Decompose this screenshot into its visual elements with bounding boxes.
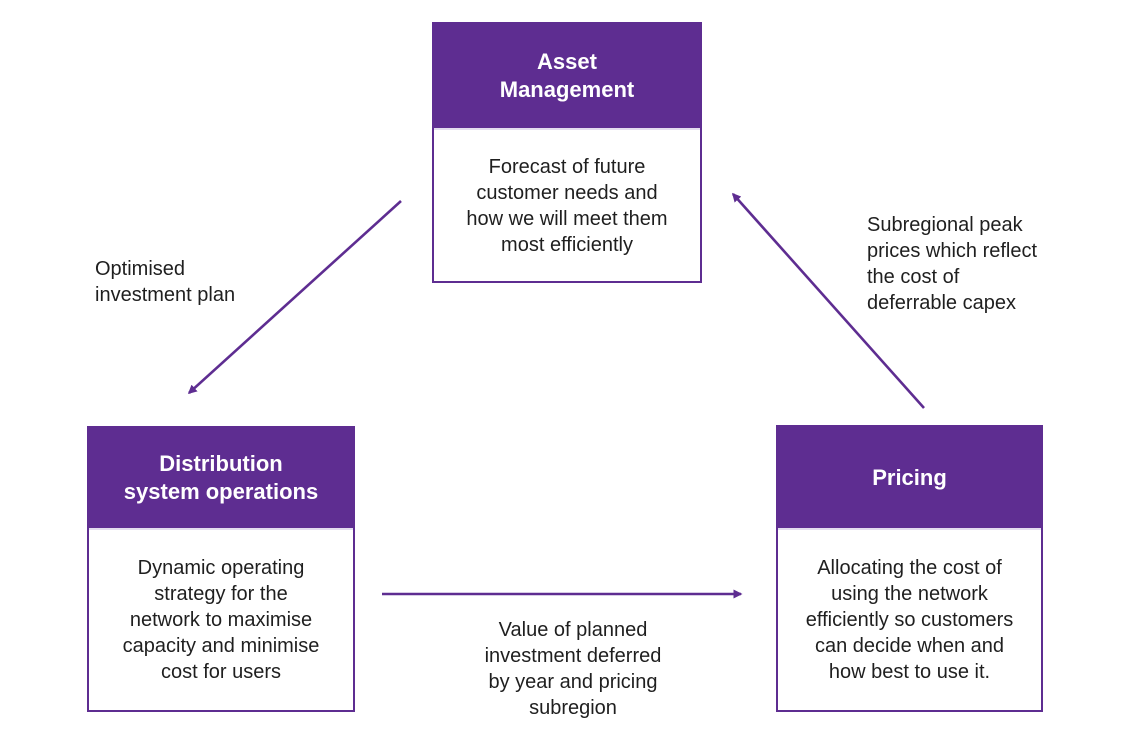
node-asset-management: Asset Management Forecast of future cust… xyxy=(432,22,702,283)
arrow-label-value-of-planned-investment: Value of planned investment deferred by … xyxy=(484,619,662,719)
node-pricing-title: Pricing xyxy=(778,427,1041,530)
arrow-asset-to-distribution xyxy=(187,200,402,395)
node-distribution-system-operations-description: Dynamic operating strategy for the netwo… xyxy=(122,557,320,683)
node-asset-management-description: Forecast of future customer needs and ho… xyxy=(466,155,668,256)
node-distribution-system-operations-title: Distribution system operations xyxy=(89,428,353,530)
node-pricing-description: Allocating the cost of using the network… xyxy=(805,557,1014,683)
arrow-pricing-to-asset xyxy=(732,192,925,409)
node-asset-management-title: Asset Management xyxy=(434,24,700,130)
arrow-label-optimised-investment-plan: Optimised investment plan xyxy=(95,258,236,306)
node-pricing: Pricing Allocating the cost of using the… xyxy=(776,425,1043,712)
arrow-label-subregional-peak-prices: Subregional peak prices which reflect th… xyxy=(867,214,1038,314)
node-distribution-system-operations: Distribution system operations Dynamic o… xyxy=(87,426,355,712)
